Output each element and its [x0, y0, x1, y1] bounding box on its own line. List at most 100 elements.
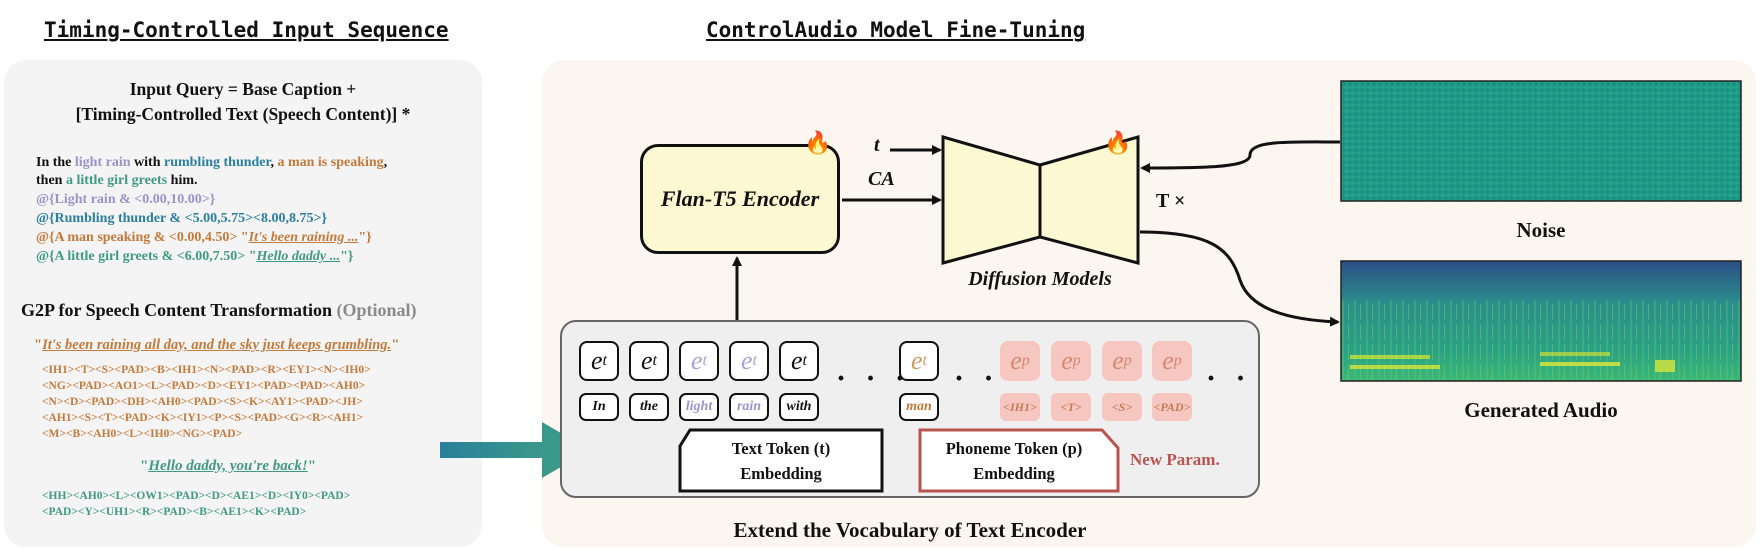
caption-line1: In the light rain with rumbling thunder,…	[36, 154, 387, 171]
timestep-input-label: t	[874, 134, 880, 156]
input-query-line2: [Timing-Controlled Text (Speech Content)…	[75, 104, 411, 124]
ellipsis: · · ·	[836, 362, 912, 395]
caption-line2: then a little girl greets him.	[36, 172, 198, 189]
timing-girl-suffix: "}	[340, 249, 354, 264]
token-sub: p	[1072, 352, 1081, 369]
phoneme-embedding-label: Phoneme Token (p) Embedding	[920, 436, 1108, 486]
caption-girl: a little girl greets	[65, 173, 168, 188]
cross-attention-label: CA	[868, 168, 895, 190]
generated-audio-label: Generated Audio	[1464, 398, 1618, 422]
token-e: e	[911, 346, 923, 375]
g2p-optional: (Optional)	[336, 300, 417, 320]
g2p-quote2: "Hello daddy, you're back!"	[140, 458, 316, 475]
text-token-word: the	[629, 393, 669, 421]
token-e: e	[791, 346, 803, 375]
caption-man: a man is speaking	[277, 155, 384, 170]
timing-thunder: @{Rumbling thunder & <5.00,5.75><8.00,8.…	[36, 211, 328, 226]
token-sub: p	[1123, 352, 1132, 369]
phoneme-token-word: <S>	[1102, 393, 1142, 421]
token-e: e	[591, 346, 603, 375]
quote-mark: "	[34, 337, 43, 353]
token-sub: t	[922, 352, 927, 369]
input-query-line1: Input Query = Base Caption +	[129, 79, 357, 99]
noise-label: Noise	[1516, 218, 1566, 242]
phoneme-line: <N><D><PAD><DH><AH0><PAD><S><K><AY1><PAD…	[42, 396, 363, 408]
token-e: e	[1162, 346, 1174, 375]
phoneme-line: <NG><PAD><AO1><L><PAD><D><EY1><PAD><PAD>…	[42, 380, 366, 392]
token-sub: p	[1021, 352, 1030, 369]
token-e: e	[1061, 346, 1073, 375]
left-panel	[4, 60, 482, 547]
encoder-label: Flan-T5 Encoder	[660, 186, 820, 211]
phoneme-line: <M><B><AH0><L><IH0><NG><PAD>	[42, 428, 243, 440]
caption-text: In the	[36, 155, 75, 170]
right-section-heading: ControlAudio Model Fine-Tuning	[706, 18, 1086, 42]
timing-man-speech: It's been raining ...	[248, 230, 359, 245]
phoneme-line: <IH1><T><S><PAD><B><IH1><N><PAD><R><EY1>…	[42, 364, 371, 376]
caption-text: ,	[270, 155, 278, 170]
token-e: e	[1112, 346, 1124, 375]
phoneme-line: <HH><AH0><L><OW1><PAD><D><AE1><D><IY0><P…	[42, 490, 351, 502]
ellipsis: · ·	[954, 362, 1000, 395]
fire-icon: 🔥	[1104, 130, 1132, 155]
noise-spectrogram	[1340, 80, 1742, 202]
fire-icon: 🔥	[804, 130, 832, 155]
timing-man-prefix: @{A man speaking & <0.00,4.50> "	[36, 230, 249, 245]
token-e: e	[741, 346, 753, 375]
phoneme-line: <PAD><Y><UH1><R><PAD><B><AE1><K><PAD>	[42, 506, 307, 518]
token-sub: p	[1173, 352, 1182, 369]
phoneme-token-word: <T>	[1051, 393, 1091, 421]
g2p-title-text: G2P for Speech Content Transformation	[21, 300, 332, 320]
quote-mark: "	[391, 337, 400, 353]
text-token-word: rain	[729, 393, 769, 421]
token-e: e	[1010, 346, 1022, 375]
token-e: e	[641, 346, 653, 375]
embedding-label-shapes	[678, 428, 1120, 493]
text-embedding-label: Text Token (t) Embedding	[680, 436, 882, 486]
g2p-quote2-text: Hello daddy, you're back!	[148, 458, 308, 474]
phoneme-token-word: <PAD>	[1152, 393, 1192, 421]
text-embedding-label-line2: Embedding	[740, 464, 822, 483]
new-param-label: New Param.	[1130, 450, 1220, 469]
flan-t5-encoder-block: Flan-T5 Encoder	[640, 144, 840, 254]
g2p-title: G2P for Speech Content Transformation (O…	[21, 300, 417, 321]
timing-girl: @{A little girl greets & <6.00,7.50> "He…	[36, 248, 353, 265]
caption-text: him.	[167, 173, 198, 188]
text-token-word: light	[679, 393, 719, 421]
quote-mark: "	[307, 458, 317, 474]
token-sub: t	[802, 352, 807, 369]
text-token-word: In	[579, 393, 619, 421]
caption-text: ,	[383, 155, 388, 170]
phoneme-embedding-label-line1: Phoneme Token (p)	[945, 439, 1083, 458]
text-token-word: man	[899, 393, 939, 421]
g2p-quote1-text: It's been raining all day, and the sky j…	[42, 337, 392, 353]
token-sub: t	[702, 352, 707, 369]
phoneme-embedding-label-line2: Embedding	[973, 464, 1055, 483]
token-e: e	[691, 346, 703, 375]
generated-audio-spectrogram	[1340, 260, 1742, 382]
timing-light-rain: @{Light rain & <0.00,10.00>}	[36, 192, 216, 207]
repeat-label: T ×	[1156, 190, 1186, 212]
vocab-title: Extend the Vocabulary of Text Encoder	[733, 518, 1087, 542]
caption-text: with	[130, 155, 164, 170]
phoneme-line: <AH1><S><T><PAD><K><IY1><P><S><PAD><G><R…	[42, 412, 364, 424]
g2p-quote1: "It's been raining all day, and the sky …	[34, 337, 399, 354]
token-sub: t	[652, 352, 657, 369]
token-sub: t	[602, 352, 607, 369]
token-sub: t	[752, 352, 757, 369]
ellipsis: · ·	[1206, 362, 1252, 395]
left-section-heading: Timing-Controlled Input Sequence	[44, 18, 449, 42]
timing-girl-speech: Hello daddy ...	[256, 249, 341, 264]
timing-girl-prefix: @{A little girl greets & <6.00,7.50> "	[36, 249, 257, 264]
phoneme-token-word: <IH1>	[1000, 393, 1040, 421]
caption-light-rain: light rain	[74, 155, 131, 170]
